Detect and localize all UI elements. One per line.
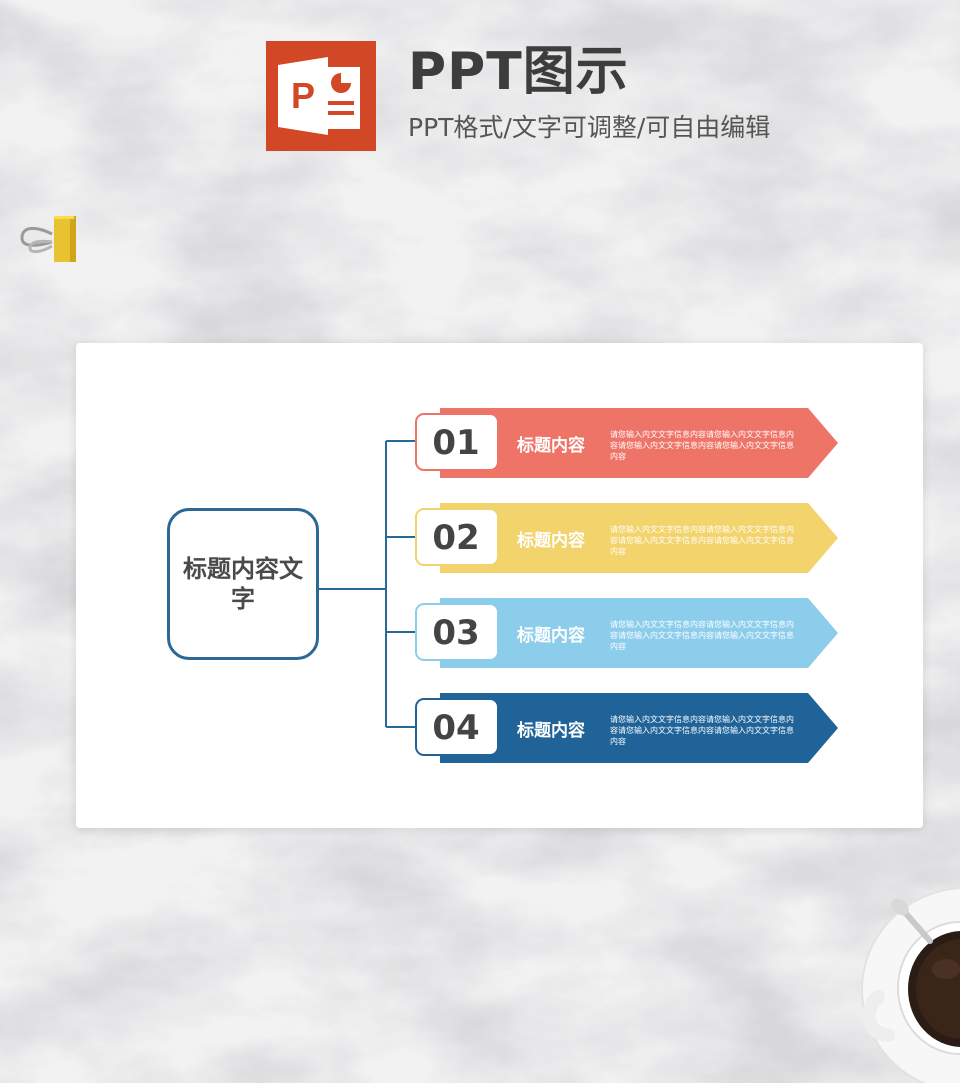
connector-lines bbox=[319, 440, 416, 728]
diagram-item-4: 04 标题内容 请您输入内文文字信息内容请您输入内文文字信息内容请您输入内文文字… bbox=[414, 692, 840, 764]
item-number: 04 bbox=[432, 708, 480, 748]
item-description: 请您输入内文文字信息内容请您输入内文文字信息内容请您输入内文文字信息内容请您输入… bbox=[610, 525, 794, 556]
item-number: 02 bbox=[432, 518, 480, 558]
item-number-box: 04 bbox=[418, 704, 494, 752]
powerpoint-icon: P bbox=[266, 41, 376, 151]
diagram-item-3: 03 标题内容 请您输入内文文字信息内容请您输入内文文字信息内容请您输入内文文字… bbox=[414, 597, 840, 669]
item-number: 01 bbox=[432, 423, 480, 463]
item-number-box: 03 bbox=[418, 609, 494, 657]
item-description: 请您输入内文文字信息内容请您输入内文文字信息内容请您输入内文文字信息内容请您输入… bbox=[610, 715, 794, 746]
binder-clip-icon bbox=[20, 216, 76, 262]
item-title: 标题内容 bbox=[517, 530, 585, 551]
item-description: 请您输入内文文字信息内容请您输入内文文字信息内容请您输入内文文字信息内容请您输入… bbox=[610, 430, 794, 461]
diagram-card: 标题内容文字 01 标题内容 请您输入内文文字信息内容请您输入内文文字信息内容请… bbox=[76, 343, 923, 828]
diagram-item-1: 01 标题内容 请您输入内文文字信息内容请您输入内文文字信息内容请您输入内文文字… bbox=[414, 407, 840, 479]
item-description: 请您输入内文文字信息内容请您输入内文文字信息内容请您输入内文文字信息内容请您输入… bbox=[610, 620, 794, 651]
page-subtitle: PPT格式/文字可调整/可自由编辑 bbox=[408, 113, 771, 142]
coffee-cup-icon bbox=[861, 887, 960, 1083]
item-title: 标题内容 bbox=[517, 625, 585, 646]
item-number-box: 02 bbox=[418, 514, 494, 562]
item-title: 标题内容 bbox=[517, 720, 585, 741]
item-number: 03 bbox=[432, 613, 480, 653]
center-node: 标题内容文字 bbox=[167, 508, 319, 660]
diagram-item-2: 02 标题内容 请您输入内文文字信息内容请您输入内文文字信息内容请您输入内文文字… bbox=[414, 502, 840, 574]
item-number-box: 01 bbox=[418, 419, 494, 467]
svg-text:P: P bbox=[291, 75, 315, 116]
center-node-label: 标题内容文字 bbox=[183, 555, 303, 613]
page-title: PPT图示 bbox=[408, 42, 629, 102]
item-title: 标题内容 bbox=[517, 435, 585, 456]
